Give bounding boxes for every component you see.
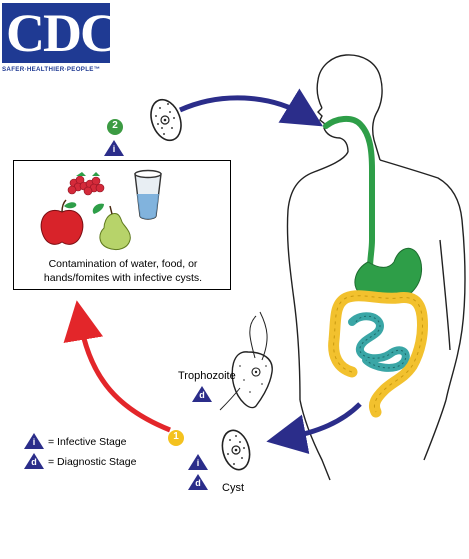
legend-infective-marker-shape	[24, 433, 44, 449]
cdc-logo-tagline: SAFER·HEALTHIER·PEOPLE™	[2, 66, 101, 73]
legend-infective-letter: i	[32, 437, 36, 447]
step-2-number: 2	[112, 120, 118, 131]
step-2-circle	[107, 119, 123, 135]
trophozoite-diagnostic-letter: d	[199, 390, 205, 400]
trophozoite-illustration	[219, 311, 273, 411]
contamination-arrow	[63, 300, 171, 433]
legend-infective-text: = Infective Stage	[48, 436, 127, 448]
cdc-logo: CDC SAFER·HEALTHIER·PEOPLE™	[0, 0, 120, 78]
step-2-infective-letter: i	[112, 144, 116, 154]
legend-diagnostic-marker-shape	[24, 453, 44, 469]
excretion-arrow	[266, 402, 362, 454]
cdc-logo-box	[2, 3, 110, 63]
legend-diagnostic-letter: d	[31, 457, 37, 467]
cyst-infective-letter: i	[196, 458, 200, 468]
cdc-logo-letters: CDC	[6, 3, 119, 63]
trophozoite-label: Trophozoite	[178, 370, 236, 382]
step-1-number: 1	[173, 431, 179, 442]
step-1-circle	[168, 430, 184, 446]
step-2-infective-marker-shape	[104, 140, 124, 156]
cyst-label: Cyst	[222, 482, 244, 494]
cyst-infective-marker-shape	[188, 454, 208, 470]
trophozoite-diagnostic-marker-shape	[192, 386, 212, 402]
infective-cyst-illustration	[150, 98, 182, 142]
digestive-tract	[323, 116, 428, 418]
human-body-outline	[286, 54, 466, 481]
cyst-illustration	[221, 429, 251, 471]
contamination-text: Contamination of water, food, or hands/f…	[43, 258, 203, 284]
legend-diagnostic-text: = Diagnostic Stage	[48, 456, 137, 468]
cyst-diagnostic-marker-shape	[188, 474, 208, 490]
ingestion-arrow	[178, 88, 324, 127]
cyst-diagnostic-letter: d	[195, 478, 201, 488]
